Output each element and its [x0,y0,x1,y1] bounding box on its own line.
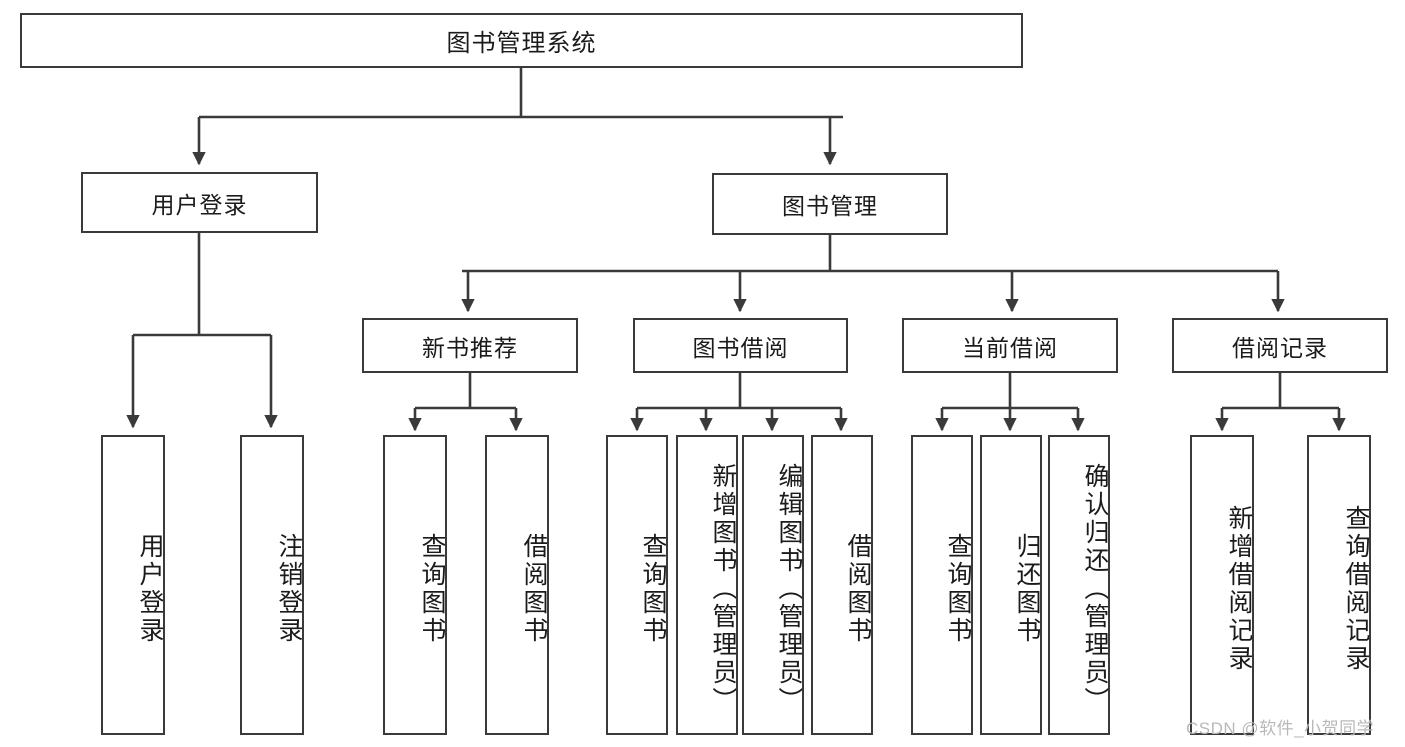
node-leaf-query-record[interactable]: 查询借阅记录 [1307,435,1371,735]
node-label: 新书推荐 [422,334,518,361]
node-leaf-add-record[interactable]: 新增借阅记录 [1190,435,1254,735]
node-leaf-query-book-3[interactable]: 查询图书 [911,435,973,735]
node-label: 图书借阅 [692,334,789,361]
node-user-login[interactable]: 用户登录 [81,172,318,233]
node-label: 查询借阅记录 [1342,505,1370,673]
node-label: 新增图书（管理员） [709,463,737,715]
node-leaf-query-book-1[interactable]: 查询图书 [383,435,447,735]
watermark: CSDN @软件_小贺同学 [1186,719,1375,738]
node-leaf-add-book[interactable]: 新增图书（管理员） [676,435,738,735]
node-label: 查询图书 [944,533,972,645]
node-label: 新增借阅记录 [1225,505,1253,673]
node-borrow-record[interactable]: 借阅记录 [1172,318,1388,373]
node-root[interactable]: 图书管理系统 [20,13,1023,68]
node-leaf-query-book-2[interactable]: 查询图书 [606,435,668,735]
node-leaf-edit-book[interactable]: 编辑图书（管理员） [742,435,804,735]
node-label: 归还图书 [1013,533,1041,645]
node-label: 确认归还（管理员） [1081,463,1109,715]
node-label: 用户登录 [136,533,164,645]
node-leaf-user-login[interactable]: 用户登录 [101,435,165,735]
node-current-borrow[interactable]: 当前借阅 [902,318,1118,373]
node-label: 图书管理系统 [446,30,597,57]
node-label: 用户登录 [151,191,248,218]
node-leaf-logout[interactable]: 注销登录 [240,435,304,735]
node-leaf-borrow-book-1[interactable]: 借阅图书 [485,435,549,735]
node-book-borrow[interactable]: 图书借阅 [633,318,848,373]
node-label: 注销登录 [275,533,303,645]
node-label: 编辑图书（管理员） [775,463,803,715]
node-book-manage[interactable]: 图书管理 [712,173,948,235]
node-leaf-borrow-book-2[interactable]: 借阅图书 [811,435,873,735]
node-new-book-rec[interactable]: 新书推荐 [362,318,578,373]
node-label: 借阅记录 [1232,334,1328,361]
node-label: 查询图书 [639,533,667,645]
node-leaf-confirm-return[interactable]: 确认归还（管理员） [1048,435,1110,735]
node-label: 查询图书 [418,533,446,645]
node-label: 当前借阅 [962,334,1058,361]
node-label: 借阅图书 [520,533,548,645]
node-leaf-return-book[interactable]: 归还图书 [980,435,1042,735]
node-label: 图书管理 [782,193,878,219]
node-label: 借阅图书 [844,533,872,645]
